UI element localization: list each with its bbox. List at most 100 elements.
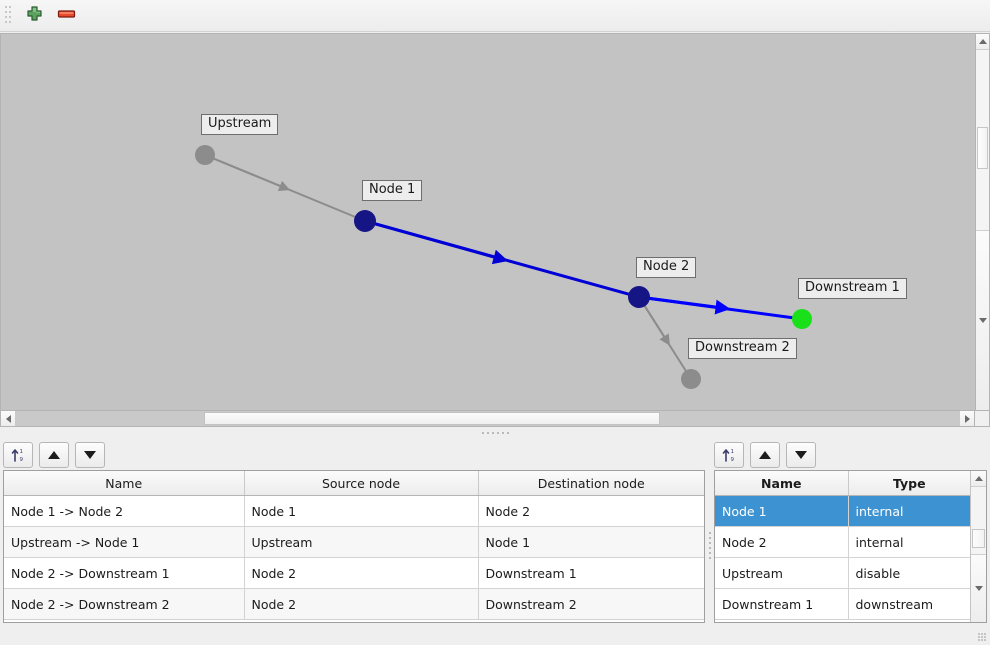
status-bar	[0, 623, 990, 645]
hscroll-left-arrow[interactable]	[1, 411, 15, 426]
triangle-down-icon	[84, 451, 96, 459]
cell-source-node[interactable]: Node 2	[244, 588, 479, 620]
graph-label-node2[interactable]: Node 2	[636, 257, 697, 278]
triangle-down-icon	[795, 451, 807, 459]
remove-icon	[57, 7, 76, 24]
connections-table-container: Name Source node Destination node Node 1…	[3, 470, 705, 623]
cell-name[interactable]: Node 2 -> Downstream 2	[4, 588, 245, 620]
nodes-vscroll-up-arrow[interactable]	[971, 471, 986, 487]
connections-move-up-button[interactable]	[39, 442, 69, 468]
edge-node2-downstream1	[638, 295, 803, 321]
cell-source-node[interactable]: Node 2	[244, 557, 479, 589]
sort-icon: 1 9	[11, 449, 23, 463]
cell-type[interactable]: downstream	[848, 588, 970, 620]
canvas-vscrollbar[interactable]	[975, 33, 990, 411]
graph-label-node1[interactable]: Node 1	[362, 180, 423, 201]
column-header-name[interactable]: Name	[4, 471, 245, 496]
resize-grip-icon[interactable]	[978, 633, 988, 643]
vscroll-thumb[interactable]	[977, 127, 988, 169]
nodes-move-down-button[interactable]	[786, 442, 816, 468]
nodes-table: Name Type Node 1 internal Node 2 interna…	[715, 471, 970, 622]
cell-name[interactable]: Node 2 -> Downstream 1	[4, 557, 245, 589]
graph-canvas[interactable]: Upstream Node 1 Node 2 Downstream 1 Down…	[0, 33, 975, 411]
vertical-splitter[interactable]	[705, 438, 714, 623]
main-toolbar	[0, 0, 990, 32]
table-row-selected[interactable]: Node 1 internal	[715, 495, 970, 527]
graph-node-node1	[354, 210, 376, 232]
connections-panel: 1 9 Name Source node	[0, 438, 705, 623]
vscroll-down-arrow[interactable]	[976, 229, 989, 410]
cell-type[interactable]: disable	[848, 557, 970, 589]
svg-text:9: 9	[19, 457, 23, 463]
table-row[interactable]: Upstream disable	[715, 557, 970, 589]
column-header-name[interactable]: Name	[715, 471, 849, 496]
cell-type[interactable]: internal	[848, 495, 970, 527]
column-header-source-node[interactable]: Source node	[244, 471, 479, 496]
cell-name[interactable]: Upstream	[715, 557, 849, 589]
canvas-hscrollbar[interactable]	[0, 411, 975, 427]
connections-move-down-button[interactable]	[75, 442, 105, 468]
table-empty-row	[715, 619, 970, 622]
nodes-table-container: Name Type Node 1 internal Node 2 interna…	[714, 470, 987, 623]
graph-view: Upstream Node 1 Node 2 Downstream 1 Down…	[0, 33, 990, 427]
nodes-move-up-button[interactable]	[750, 442, 780, 468]
add-icon	[26, 5, 43, 26]
hscroll-track[interactable]	[15, 411, 960, 426]
column-header-type[interactable]: Type	[848, 471, 970, 496]
nodes-vscroll-track[interactable]	[971, 487, 986, 554]
table-row[interactable]: Upstream -> Node 1 Upstream Node 1	[4, 526, 704, 558]
nodes-panel: 1 9 Name Type	[714, 438, 990, 623]
table-row[interactable]: Node 2 internal	[715, 526, 970, 558]
table-row[interactable]: Node 1 -> Node 2 Node 1 Node 2	[4, 495, 704, 527]
edge-node1-node2	[364, 219, 640, 299]
nodes-vscroll-thumb[interactable]	[972, 528, 985, 548]
table-row[interactable]: Downstream 1 downstream	[715, 588, 970, 620]
cell-name[interactable]: Node 2	[715, 526, 849, 558]
graph-label-downstream2[interactable]: Downstream 2	[688, 338, 797, 359]
chevron-down-icon	[974, 586, 983, 591]
connections-sort-button[interactable]: 1 9	[3, 442, 33, 468]
graph-label-upstream[interactable]: Upstream	[201, 114, 279, 135]
cell-name[interactable]: Upstream -> Node 1	[4, 526, 245, 558]
cell-name[interactable]: Node 1 -> Node 2	[4, 495, 245, 527]
column-header-destination-node[interactable]: Destination node	[478, 471, 704, 496]
cell-name[interactable]: Downstream 1	[715, 588, 849, 620]
vscroll-track[interactable]	[976, 50, 989, 230]
chevron-up-icon	[978, 39, 987, 44]
cell-source-node[interactable]: Node 1	[244, 495, 479, 527]
table-header-row: Name Type	[715, 471, 970, 496]
nodes-sort-button[interactable]: 1 9	[714, 442, 744, 468]
cell-destination-node[interactable]: Downstream 1	[478, 557, 704, 589]
chevron-down-icon	[978, 317, 987, 323]
nodes-vscroll-down-arrow[interactable]	[971, 554, 986, 622]
cell-destination-node[interactable]: Downstream 2	[478, 588, 704, 620]
remove-button[interactable]	[50, 2, 82, 30]
table-row[interactable]: Node 2 -> Downstream 1 Node 2 Downstream…	[4, 557, 704, 589]
table-header-row: Name Source node Destination node	[4, 471, 704, 496]
triangle-up-icon	[48, 451, 60, 459]
horizontal-splitter[interactable]	[0, 427, 990, 438]
splitter-grip-icon	[708, 532, 711, 559]
connections-toolbar: 1 9	[3, 438, 705, 470]
vscroll-up-arrow[interactable]	[976, 34, 989, 50]
cell-source-node[interactable]: Upstream	[244, 526, 479, 558]
cell-destination-node[interactable]: Node 1	[478, 526, 704, 558]
chevron-up-icon	[974, 476, 983, 481]
chevron-left-icon	[5, 414, 11, 423]
chevron-right-icon	[964, 414, 970, 423]
graph-label-downstream1[interactable]: Downstream 1	[798, 278, 907, 299]
cell-type[interactable]: internal	[848, 526, 970, 558]
scrollbar-corner	[975, 411, 990, 427]
add-button[interactable]	[18, 2, 50, 30]
table-row[interactable]: Node 2 -> Downstream 2 Node 2 Downstream…	[4, 588, 704, 620]
graph-node-upstream	[195, 145, 215, 165]
hscroll-thumb[interactable]	[204, 412, 660, 425]
sort-icon: 1 9	[722, 449, 734, 463]
cell-name[interactable]: Node 1	[715, 495, 849, 527]
svg-text:1: 1	[730, 449, 734, 455]
nodes-table-vscrollbar[interactable]	[970, 471, 986, 622]
toolbar-drag-handle[interactable]	[4, 6, 13, 26]
hscroll-right-arrow[interactable]	[960, 411, 974, 426]
cell-destination-node[interactable]: Node 2	[478, 495, 704, 527]
